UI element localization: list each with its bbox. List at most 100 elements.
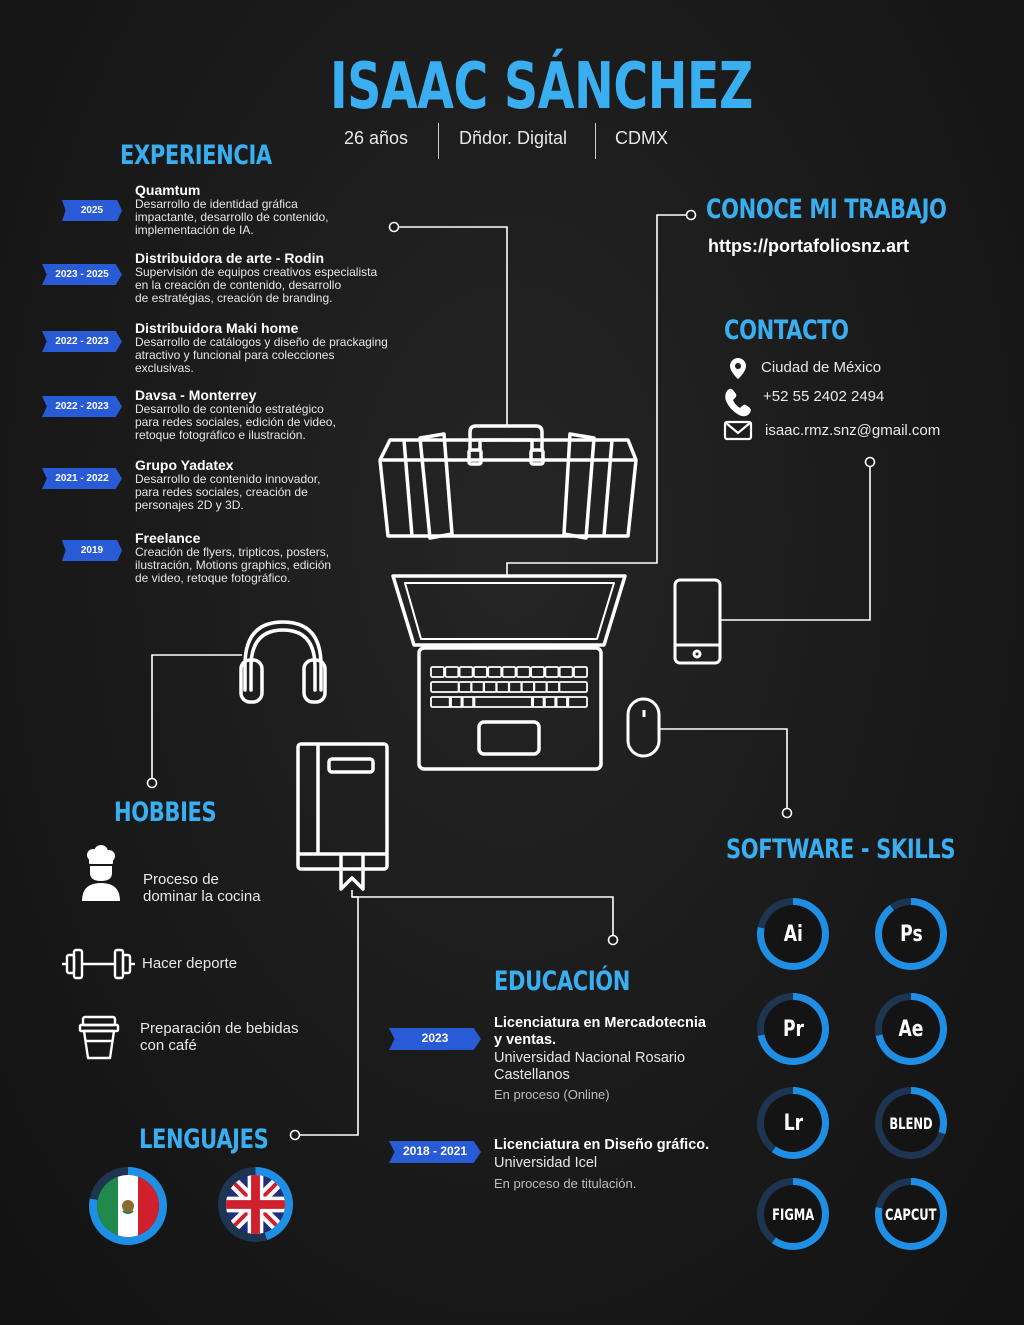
keyboard-key (507, 681, 523, 693)
job-title: Quamtum (135, 182, 201, 198)
degree-title: Licenciatura en Diseño gráfico. (494, 1137, 710, 1153)
job-description: Creación de flyers, tripticos, posters, … (135, 545, 332, 585)
person-name: ISAAC SÁNCHEZ (330, 50, 753, 124)
connector-lines (146, 209, 876, 1141)
keyboard-key (545, 681, 561, 693)
language-spanish-ring (89, 1167, 167, 1245)
language-english-ring (218, 1167, 293, 1242)
skill-blender-ring: BLEND (875, 1087, 947, 1159)
job-title: Grupo Yadatex (135, 457, 234, 473)
keyboard-key (532, 681, 548, 693)
keyboard-key (470, 681, 486, 693)
skill-label: FIGMA (772, 1204, 815, 1224)
keyboard-key (430, 666, 445, 678)
keyboard-key (472, 696, 535, 708)
keyboard-key (542, 696, 558, 708)
experience-year-badge: 2022 - 2023 (42, 331, 122, 352)
education-status: En proceso (Online) (494, 1087, 610, 1102)
keyboard-key (544, 666, 560, 678)
age-text: 26 años (344, 128, 409, 148)
portfolio-link[interactable]: https://portafoliosnz.art (708, 236, 909, 256)
skill-premiere-ring: Pr (757, 993, 829, 1065)
keyboard-key (487, 666, 503, 678)
chef-icon (82, 845, 120, 901)
experience-year-badge: 2019 (62, 540, 122, 561)
skill-aftereffects-ring: Ae (875, 993, 947, 1065)
skill-capcut-ring: CAPCUT (875, 1178, 947, 1250)
keyboard-key (482, 681, 498, 693)
contact-email[interactable]: isaac.rmz.snz@gmail.com (765, 422, 941, 439)
keyboard-key (460, 696, 476, 708)
job-description: Desarrollo de catálogos y diseño de prac… (135, 335, 388, 375)
skill-label: CAPCUT (885, 1204, 937, 1224)
laptop-icon (391, 574, 627, 771)
keyboard-key (457, 681, 473, 693)
school-name: Universidad Nacional Rosario Castellanos (494, 1050, 686, 1083)
job-description: Desarrollo de contenido innovador, para … (135, 472, 321, 512)
keyboard-key (554, 696, 570, 708)
job-title: Distribuidora Maki home (135, 320, 299, 336)
smartphone-icon (673, 578, 722, 665)
coffee-cup-icon (78, 1015, 120, 1060)
skill-lightroom-ring: Lr (757, 1087, 829, 1159)
contact-heading: CONTACTO (724, 315, 849, 346)
skill-figma-ring: FIGMA (757, 1178, 829, 1250)
keyboard-key (558, 666, 574, 678)
experience-year-badge: 2021 - 2022 (42, 468, 122, 489)
skills-heading: SOFTWARE - SKILLS (726, 834, 956, 865)
header-divider (595, 123, 596, 159)
experience-year-badge: 2025 (62, 200, 122, 221)
keyboard-key (448, 696, 464, 708)
keyboard-key (501, 666, 517, 678)
education-year-badge: 2018 - 2021 (389, 1141, 481, 1163)
hobby-label: Hacer deporte (142, 955, 238, 972)
portfolio-heading: CONOCE MI TRABAJO (706, 194, 947, 225)
hobby-label: Preparación de bebidas con café (140, 1020, 299, 1054)
job-description: Desarrollo de contenido estratégico para… (135, 402, 336, 442)
skill-label: Ai (783, 921, 803, 947)
email-icon (723, 420, 753, 441)
contact-phone[interactable]: +52 55 2402 2494 (763, 388, 885, 405)
skill-label: Lr (783, 1110, 803, 1136)
keyboard-key (530, 666, 545, 678)
keyboard-key (566, 696, 588, 708)
headphones-icon (239, 620, 327, 704)
education-status: En proceso de titulación. (494, 1176, 637, 1191)
mouse-icon (626, 697, 661, 758)
experience-year-badge: 2023 - 2025 (42, 264, 122, 285)
skill-photoshop-ring: Ps (875, 898, 947, 970)
job-description: Supervisión de equipos creativos especia… (135, 265, 378, 305)
skill-label: BLEND (889, 1113, 933, 1133)
contact-location: Ciudad de México (761, 359, 882, 376)
keyboard-key (472, 666, 488, 678)
job-title: Davsa - Monterrey (135, 387, 257, 403)
toolbox-icon (378, 424, 638, 540)
keyboard-key (458, 666, 474, 678)
education-heading: EDUCACIÓN (494, 966, 631, 997)
hobbies-heading: HOBBIES (114, 797, 217, 828)
location-pin-icon (730, 358, 746, 379)
skill-illustrator-ring: Ai (757, 898, 829, 970)
phone-icon (725, 388, 751, 417)
uk-flag-icon (226, 1175, 285, 1234)
keyboard-key (573, 666, 588, 678)
job-title: Freelance (135, 530, 201, 546)
education-year-badge: 2023 (389, 1028, 481, 1050)
experience-year-badge: 2022 - 2023 (42, 396, 122, 417)
job-title: Distribuidora de arte - Rodin (135, 250, 325, 266)
school-name: Universidad Icel (494, 1155, 598, 1171)
mexico-flag-icon (97, 1175, 159, 1237)
experience-heading: EXPERIENCIA (120, 140, 272, 171)
languages-heading: LENGUAJES (139, 1124, 269, 1155)
dumbbell-icon (62, 948, 135, 980)
degree-title: Licenciatura en Mercadotecnia y ventas. (494, 1015, 706, 1048)
keyboard-key (444, 666, 460, 678)
keyboard-key (495, 681, 511, 693)
keyboard-icon (430, 666, 588, 708)
role-text: Dñdor. Digital (459, 128, 568, 148)
keyboard-key (515, 666, 531, 678)
book-icon (296, 742, 389, 891)
keyboard-key (530, 696, 546, 708)
